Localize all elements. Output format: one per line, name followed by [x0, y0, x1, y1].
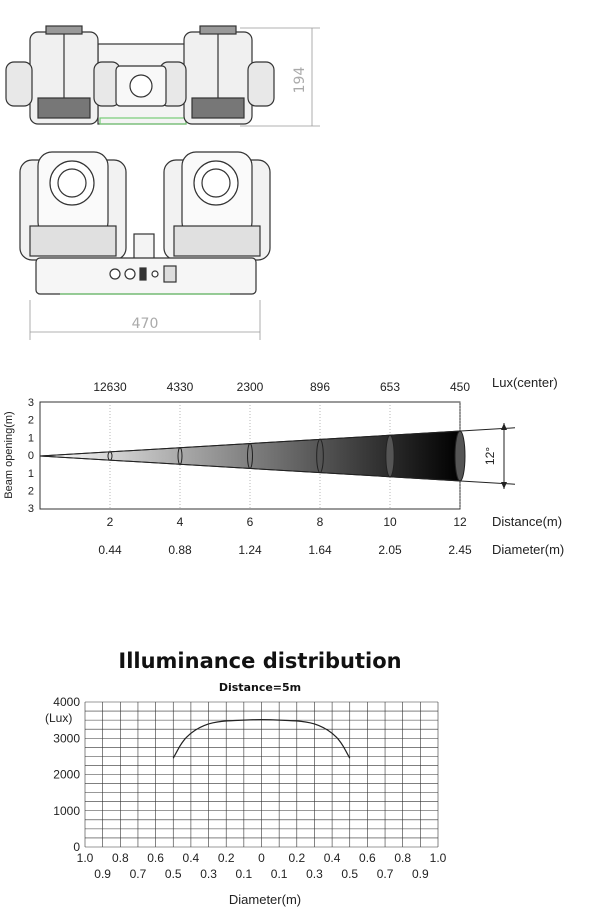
- diameter-value: 2.45: [448, 543, 472, 557]
- distance-value: 4: [177, 515, 184, 529]
- beam-y-ticks: 3 2 1 0 1 2 3: [28, 397, 34, 515]
- beam-upper-edge: [39, 427, 516, 457]
- fixture-front-view: [19, 151, 271, 295]
- chart-x-label: Diameter(m): [229, 892, 301, 907]
- distance-value: 10: [383, 515, 397, 529]
- illum-x-tick-top: 0.6: [147, 851, 164, 865]
- illum-x-tick-bottom: 0.9: [412, 867, 429, 881]
- angle-label: 12°: [483, 447, 497, 465]
- diameter-value: 0.88: [168, 543, 192, 557]
- beam-ellipse: [177, 447, 183, 465]
- chart-y-unit: (Lux): [45, 711, 72, 725]
- diameter-value: 0.44: [98, 543, 122, 557]
- lux-value: 896: [310, 380, 330, 394]
- beam-labels: 12630 2 0.44 4330 4 0.88 2300 6 1.24 896 8 1.64 653 1…: [93, 380, 472, 557]
- illum-x-tick-bottom: 0.9: [94, 867, 111, 881]
- beam-lower-edge: [39, 455, 516, 485]
- chart-title: Illuminance distribution: [118, 649, 401, 673]
- illum-y-tick: 1000: [53, 804, 80, 818]
- beam-ellipse: [247, 443, 253, 469]
- beam-y-tick: 3: [28, 503, 34, 515]
- lux-value: 653: [380, 380, 400, 394]
- beam-ellipse: [385, 434, 395, 478]
- illum-x-tick-top: 0.8: [394, 851, 411, 865]
- beam-y-tick: 0: [28, 450, 34, 462]
- width-label: 470: [132, 316, 159, 332]
- distance-value: 6: [247, 515, 254, 529]
- beam-y-tick: 1: [28, 468, 34, 480]
- beam-ellipse: [316, 438, 324, 474]
- illum-x-tick-top: 1.0: [430, 851, 447, 865]
- illum-x-tick-top: 0.4: [183, 851, 200, 865]
- beam-y-tick: 3: [28, 397, 34, 409]
- illum-x-tick-bottom: 0.5: [341, 867, 358, 881]
- beam-y-tick: 2: [28, 486, 34, 498]
- lux-value: 4330: [167, 380, 194, 394]
- height-dimension: 194: [240, 27, 320, 127]
- width-dimension: 470: [29, 300, 261, 340]
- illum-x-tick-top: 0.4: [324, 851, 341, 865]
- distance-value: 8: [317, 515, 324, 529]
- illum-y-tick: 3000: [53, 731, 80, 745]
- illum-x-tick-top: 0.6: [359, 851, 376, 865]
- lux-center-label: Lux(center): [492, 375, 558, 390]
- fixture-top-view: [5, 25, 275, 125]
- diameter-value: 1.64: [308, 543, 332, 557]
- lux-value: 450: [450, 380, 470, 394]
- lux-value: 12630: [93, 380, 127, 394]
- beam-ellipse: [454, 430, 466, 482]
- illum-y-tick: 2000: [53, 768, 80, 782]
- illum-y-tick: 4000: [53, 695, 80, 709]
- illum-y-tick: 0: [73, 840, 80, 854]
- diameter-value: 2.05: [378, 543, 402, 557]
- illum-x-tick-top: 0.2: [218, 851, 235, 865]
- distance-value: 2: [107, 515, 114, 529]
- illum-x-tick-bottom: 0.5: [165, 867, 182, 881]
- illum-x-tick-top: 0: [258, 851, 265, 865]
- illum-x-tick-top: 0.8: [112, 851, 129, 865]
- lux-value: 2300: [237, 380, 264, 394]
- illuminance-grid: [84, 701, 439, 848]
- illum-x-tick-bottom: 0.7: [377, 867, 394, 881]
- diameter-value: 1.24: [238, 543, 262, 557]
- illum-x-tick-top: 1.0: [77, 851, 94, 865]
- beam-y-tick: 1: [28, 432, 34, 444]
- angle-indicator: 12°: [483, 423, 507, 489]
- illuminance-chart: Illuminance distribution Distance=5m (Lu…: [45, 649, 447, 907]
- diameter-label: Diameter(m): [492, 542, 564, 557]
- illum-x-tick-bottom: 0.3: [200, 867, 217, 881]
- illum-x-tick-bottom: 0.3: [306, 867, 323, 881]
- chart-subtitle: Distance=5m: [219, 681, 301, 694]
- beam-y-tick: 2: [28, 415, 34, 427]
- illum-x-tick-bottom: 0.1: [236, 867, 253, 881]
- illum-x-tick-bottom: 0.7: [130, 867, 147, 881]
- beam-ellipses: [107, 430, 466, 482]
- illum-x-tick-top: 0.2: [288, 851, 305, 865]
- distance-value: 12: [453, 515, 467, 529]
- illum-x-tick-bottom: 0.1: [271, 867, 288, 881]
- illuminance-curve: [172, 718, 351, 759]
- beam-y-axis-label: Beam opening(m): [3, 411, 15, 498]
- distance-label: Distance(m): [492, 514, 562, 529]
- height-label: 194: [292, 67, 308, 94]
- beam-ellipse: [107, 451, 113, 461]
